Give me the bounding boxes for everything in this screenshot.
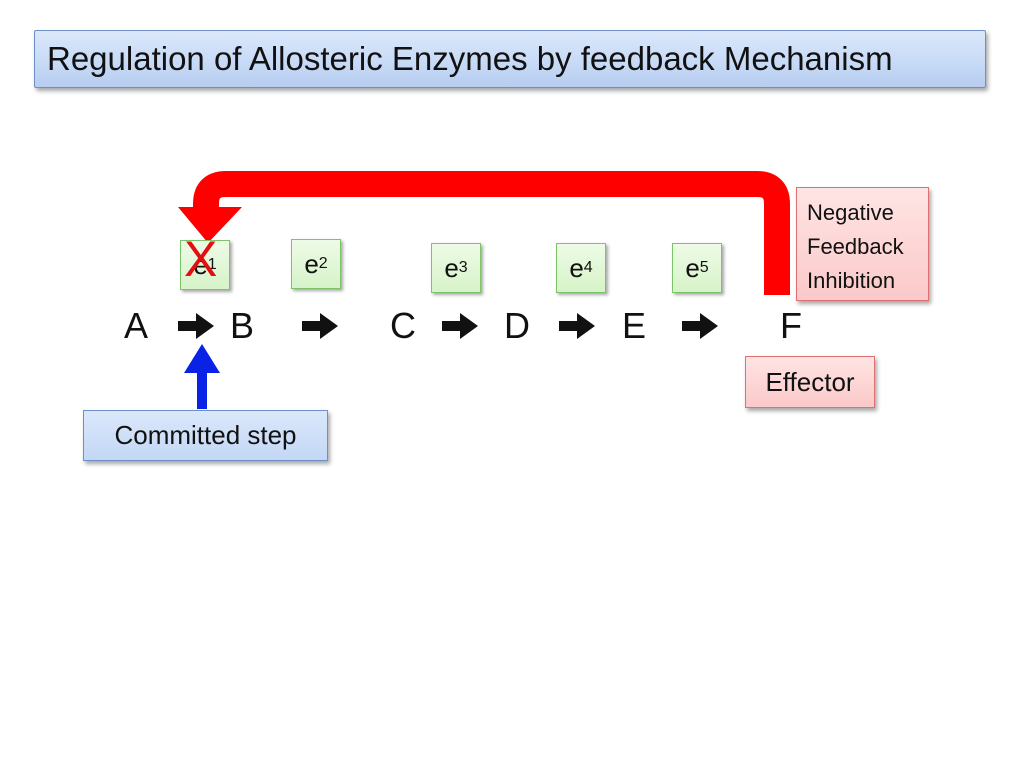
neg-feedback-line-2: Feedback: [807, 234, 904, 259]
inhibition-x-mark: X: [184, 231, 218, 287]
metabolite-b: B: [230, 305, 255, 346]
enzyme-label: e: [444, 252, 459, 283]
enzyme-label: e: [304, 248, 319, 279]
metabolite-d: D: [504, 305, 530, 346]
neg-feedback-line-1: Negative: [807, 200, 894, 225]
feedback-arrow-shaft: [193, 171, 790, 295]
slide-title: Regulation of Allosteric Enzymes by feed…: [34, 30, 986, 88]
metabolite-c: C: [390, 305, 416, 346]
neg-feedback-line-3: Inhibition: [807, 268, 896, 293]
committed-step-label: Committed step: [83, 410, 328, 461]
metabolite-a: A: [124, 305, 149, 346]
step-arrow-icon: [442, 313, 478, 339]
metabolite-e: E: [622, 305, 647, 346]
step-arrow-icon: [302, 313, 338, 339]
enzyme-label: e: [685, 252, 700, 283]
committed-step-arrow-icon: [184, 344, 220, 409]
enzyme-label: e: [193, 249, 208, 280]
effector-label: Effector: [745, 356, 875, 408]
step-arrow-icon: [682, 313, 718, 339]
step-arrow-icon: [178, 313, 214, 339]
step-arrow-icon: [559, 313, 595, 339]
negative-feedback-inhibition-label: Negative Feedback Inhibition: [796, 187, 929, 301]
metabolite-f: F: [780, 305, 802, 346]
feedback-arrow-head: [178, 207, 242, 243]
enzyme-label: e: [569, 252, 584, 283]
